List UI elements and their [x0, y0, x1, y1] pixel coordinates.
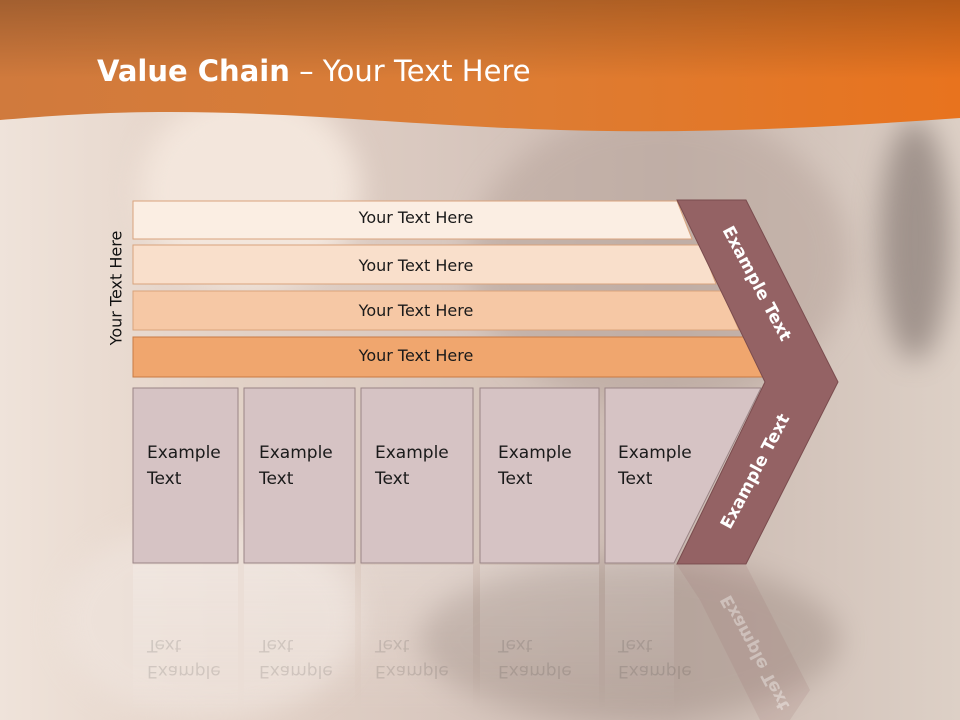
side-label: Your Text Here: [106, 230, 126, 346]
bar-1: [132, 200, 693, 240]
box-5: [604, 387, 762, 564]
box-1-reflection: Example Text: [147, 635, 221, 681]
box-1: [132, 387, 239, 564]
box-3: [360, 387, 474, 564]
box-4: [479, 387, 600, 564]
page-title: Value Chain – Your Text Here: [97, 54, 531, 88]
bar-2: [132, 244, 717, 285]
bar-4-label: Your Text Here: [358, 346, 474, 365]
background-photo-cabinet: [880, 120, 950, 360]
diagram-reflection: Example Text: [133, 565, 810, 720]
box-4-reflection: Example Text: [498, 635, 572, 681]
box-3-label: Example Text: [375, 443, 449, 489]
bar-2-label: Your Text Here: [358, 256, 474, 275]
box-2-reflection: Example Text: [259, 635, 333, 681]
box-5-reflection: Example Text: [618, 635, 692, 681]
bar-3: [132, 290, 740, 331]
box-2-label: Example Text: [259, 443, 333, 489]
bar-1-label: Your Text Here: [358, 208, 474, 227]
box-3-reflection: Example Text: [375, 635, 449, 681]
box-5-label: Example Text: [618, 443, 692, 489]
chevron-arrow: [676, 199, 839, 565]
header-banner: [0, 0, 960, 132]
bar-3-label: Your Text Here: [358, 301, 474, 320]
box-4-label: Example Text: [498, 443, 572, 489]
box-1-label: Example Text: [147, 443, 221, 489]
box-2: [243, 387, 356, 564]
